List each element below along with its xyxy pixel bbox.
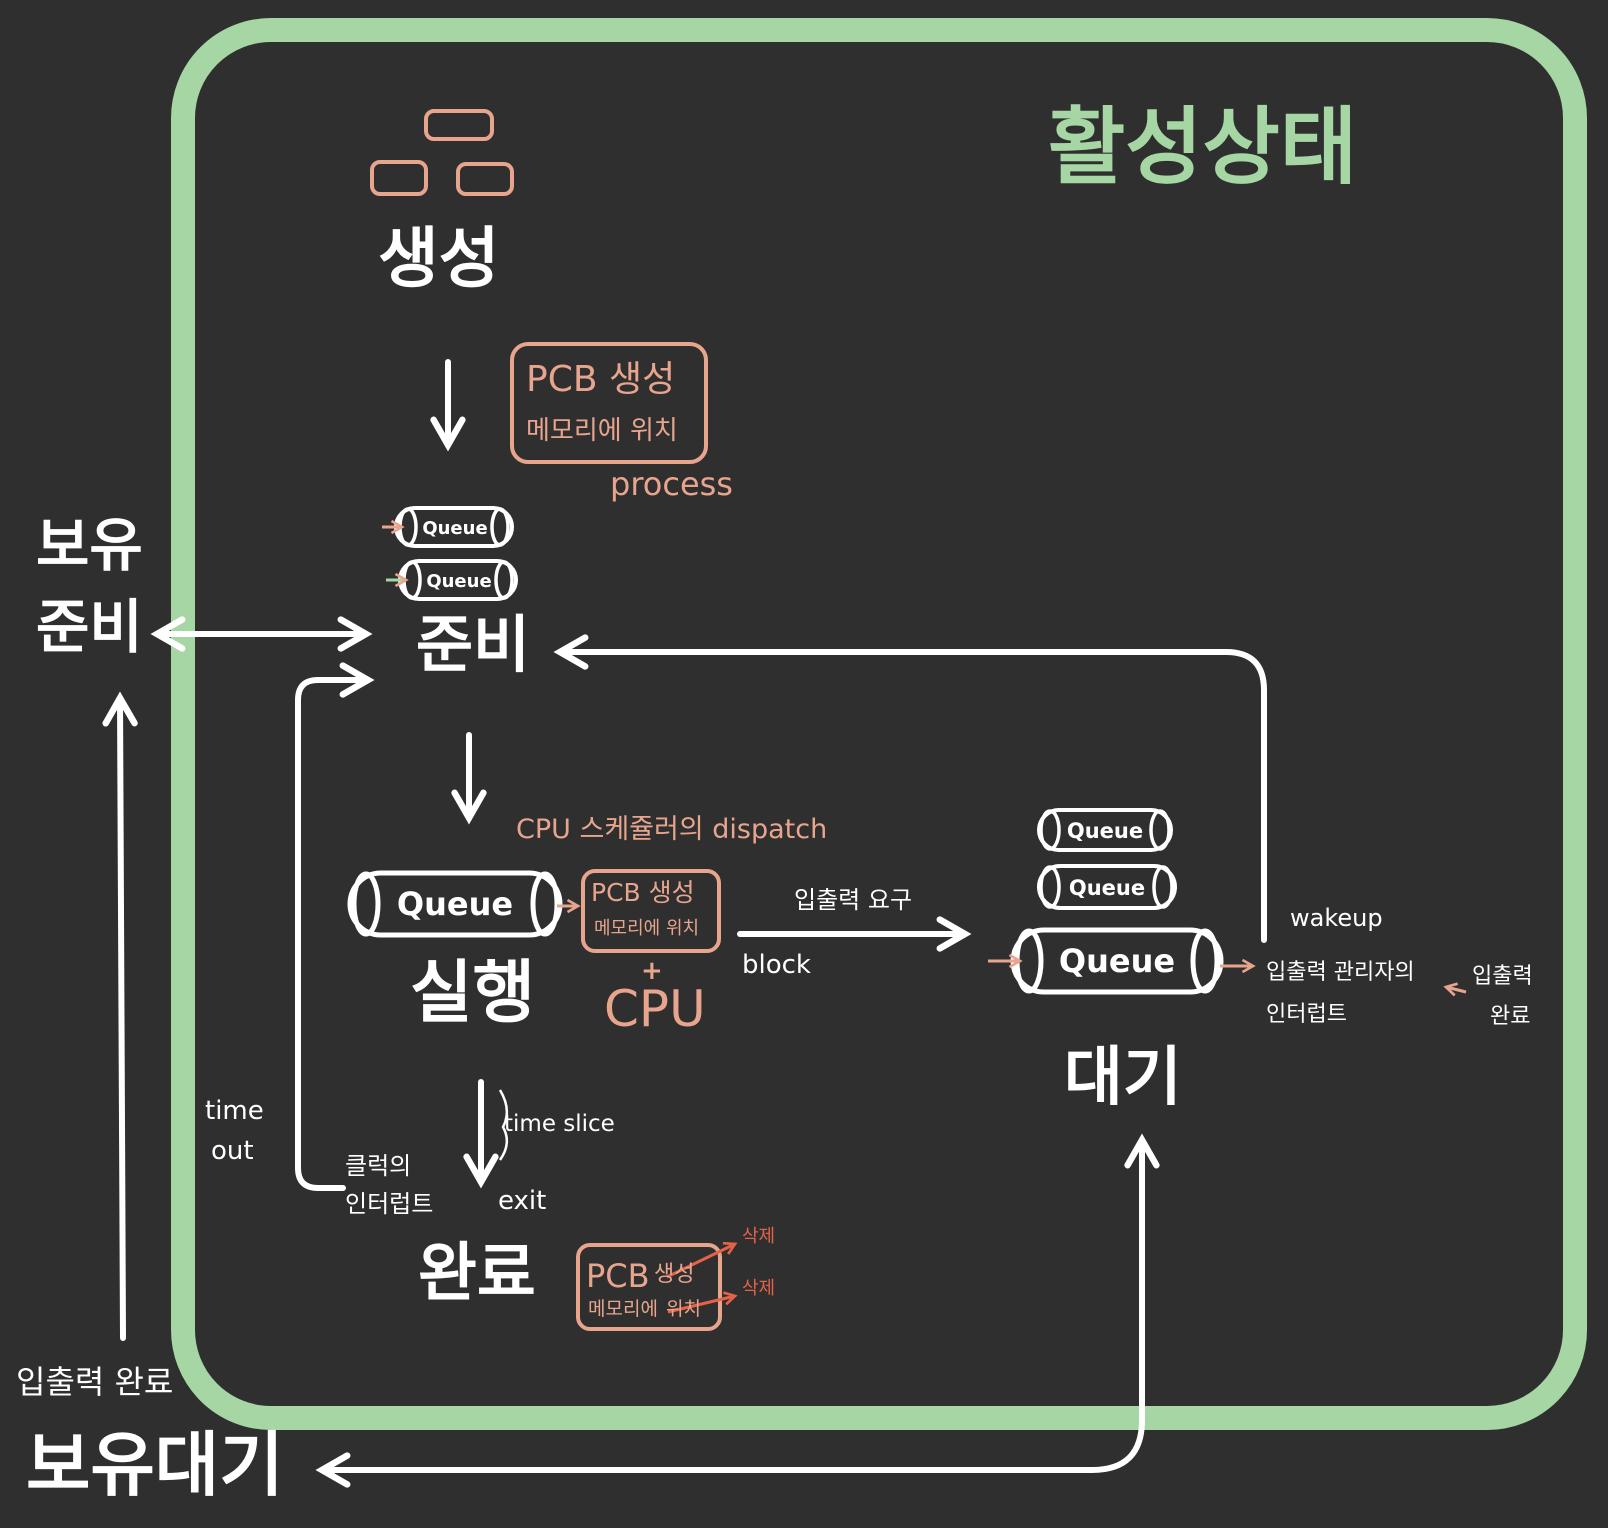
queue-label: Queue: [1059, 942, 1175, 980]
queue-label: Queue: [1067, 819, 1143, 843]
state-run: 실행: [410, 954, 536, 1033]
arrow-suspend-wait-to-suspend-ready: [102, 691, 138, 1341]
pcb-done-delete-1: 삭제: [742, 1226, 776, 1247]
pcb-box-run: [581, 869, 721, 953]
queue-label: Queue: [422, 518, 487, 539]
label-io-request: 입출력 요구: [794, 886, 913, 914]
label-block: block: [742, 950, 811, 980]
process-blocks-icon: [370, 109, 514, 196]
pcb-done-line1-b: 생성: [654, 1262, 695, 1287]
label-clock-interrupt-line2: 인터럽트: [345, 1190, 434, 1218]
pcb-done-line1-a: PCB: [586, 1257, 650, 1295]
pcb-done-line2-a: 메모리에: [588, 1298, 658, 1320]
pcb-create-line1: PCB 생성: [526, 359, 676, 400]
pcb-done-delete-2: 삭제: [742, 1278, 776, 1299]
pcb-run-line2: 메모리에 위치: [594, 918, 700, 939]
state-wait: 대기: [1064, 1041, 1182, 1115]
queue-wait-main: Queue: [1010, 927, 1224, 995]
label-io-complete-line2: 완료: [1490, 1004, 1531, 1029]
queue-wait-2: Queue: [1037, 864, 1177, 910]
pcb-run-plus: +: [641, 956, 663, 986]
arrow-wakeup-to-ready: [553, 634, 1267, 943]
label-wakeup: wakeup: [1290, 904, 1383, 932]
label-dispatch: CPU 스케쥴러의 dispatch: [516, 814, 828, 845]
pcb-box-create: [510, 342, 708, 464]
queue-run: Queue: [347, 870, 563, 938]
pcb-done-line2-b: 위치: [666, 1298, 701, 1320]
label-timeout-line2: out: [211, 1136, 254, 1166]
active-state-title: 활성상태: [1048, 98, 1358, 196]
label-io-complete-line1: 입출력: [1472, 964, 1533, 989]
label-exit: exit: [498, 1186, 547, 1216]
pcb-run-line1: PCB 생성: [591, 878, 695, 907]
queue-wait-1: Queue: [1037, 808, 1173, 852]
label-io-complete-bottom: 입출력 완료: [16, 1363, 174, 1401]
queue-label: Queue: [397, 885, 513, 923]
arrow-io-complete-to-interrupt: [1443, 982, 1467, 997]
pcb-run-cpu: CPU: [604, 980, 706, 1038]
pcb-create-line2: 메모리에 위치: [526, 416, 678, 446]
state-done: 완료: [418, 1237, 536, 1311]
arrow-wait-suspend: [315, 1133, 1160, 1488]
state-suspend-wait: 보유대기: [26, 1424, 284, 1506]
time-slice-brace: [498, 1089, 509, 1161]
label-io-manager-interrupt-line2: 인터럽트: [1266, 1002, 1347, 1027]
label-time-slice: time slice: [504, 1111, 615, 1137]
pcb-create-note: process: [610, 465, 733, 503]
label-clock-interrupt-line1: 클럭의: [345, 1152, 412, 1180]
state-ready: 준비: [416, 608, 531, 681]
state-suspend-ready-line2: 준비: [36, 593, 143, 661]
queue-ready-1: Queue: [394, 506, 514, 548]
label-io-manager-interrupt-line1: 입출력 관리자의: [1266, 960, 1415, 985]
arrow-timeout-to-ready: [295, 662, 375, 1191]
state-suspend-ready-line1: 보유: [36, 511, 143, 579]
queue-label: Queue: [1069, 876, 1145, 900]
state-create: 생성: [378, 220, 500, 297]
label-timeout-line1: time: [205, 1096, 264, 1126]
queue-label: Queue: [426, 571, 491, 592]
queue-ready-2: Queue: [398, 559, 518, 601]
